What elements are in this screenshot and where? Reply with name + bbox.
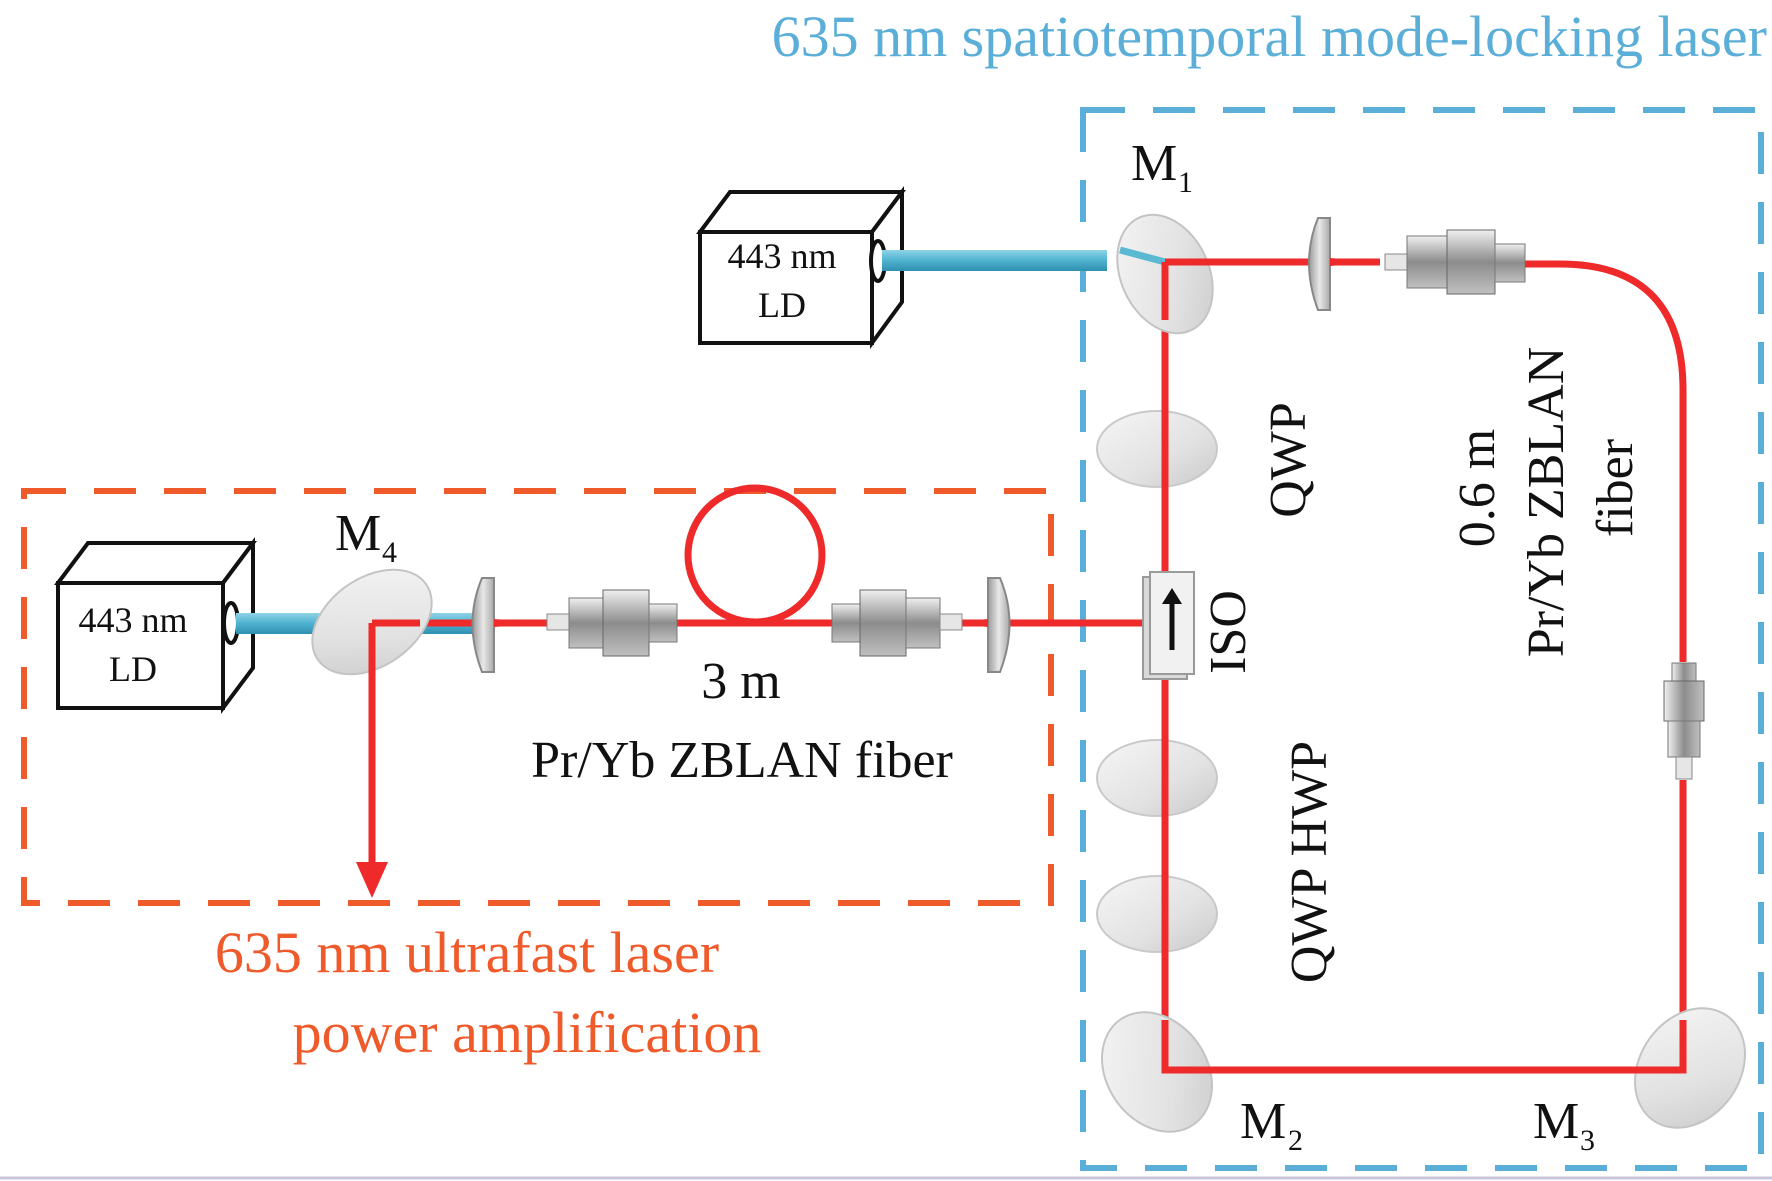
ld-bottom-line1: 443 nm	[78, 600, 187, 640]
waveplate-hwp-icon	[1096, 739, 1218, 817]
waveplate-qwp-top-icon	[1096, 410, 1218, 488]
label-osc-fiber-length: 0.6 m	[1449, 429, 1506, 547]
pump-beam-top	[882, 250, 1107, 271]
fiber-oscillator-curve	[1525, 260, 1687, 662]
label-amp-fiber-type: Pr/Yb ZBLAN fiber	[531, 732, 953, 789]
fiber-connector-oscillator-in	[1384, 229, 1526, 295]
svg-text:M: M	[1240, 1093, 1286, 1150]
fiber-connector-amp-in	[546, 589, 678, 657]
svg-text:1: 1	[1178, 166, 1193, 199]
lens-amp-input	[471, 577, 495, 673]
label-osc-fiber-type: Pr/Yb ZBLAN	[1518, 347, 1575, 658]
isolator	[1142, 571, 1195, 680]
label-qwp-top: QWP	[1260, 402, 1317, 518]
svg-text:M: M	[1533, 1093, 1579, 1150]
svg-text:2: 2	[1288, 1124, 1303, 1157]
laser-diode-aperture-icon	[222, 601, 240, 645]
label-qwp-hwp: QWP HWP	[1281, 741, 1338, 983]
mirror-m2	[1100, 1011, 1214, 1133]
output-arrow-icon	[356, 862, 388, 898]
svg-text:M: M	[1131, 135, 1177, 192]
label-iso: ISO	[1200, 590, 1257, 674]
fiber-connector-amp-out	[831, 589, 963, 657]
mirror-label-m4: M 4	[335, 505, 397, 569]
oscillator-dashed-box	[1080, 107, 1764, 1171]
fiber-coil-icon	[684, 484, 826, 626]
laser-diode-bottom: 443 nm LD	[54, 537, 257, 714]
amplifier-title-line2: power amplification	[293, 1000, 762, 1065]
waveplate-qwp-bottom-icon	[1096, 875, 1218, 953]
amplifier-dashed-box	[21, 488, 1054, 906]
isolator-arrow-icon	[1162, 588, 1182, 604]
svg-text:4: 4	[382, 536, 397, 569]
lens-oscillator	[1308, 217, 1331, 311]
oscillator-title: 635 nm spatiotemporal mode-locking laser	[772, 4, 1767, 69]
ld-top-line1: 443 nm	[727, 236, 836, 276]
laser-diode-top: 443 nm LD	[696, 186, 906, 350]
mirror-label-m1: M 1	[1131, 135, 1193, 199]
svg-text:3: 3	[1580, 1124, 1595, 1157]
label-osc-fiber-word: fiber	[1587, 439, 1644, 537]
ld-top-line2: LD	[758, 285, 806, 325]
svg-text:M: M	[335, 505, 381, 562]
amplifier-title-line1: 635 nm ultrafast laser	[215, 920, 719, 985]
lens-amp-output	[987, 577, 1011, 673]
label-amp-fiber-length: 3 m	[701, 653, 780, 710]
mirror-label-m3: M 3	[1533, 1093, 1595, 1157]
ld-bottom-line2: LD	[109, 649, 157, 689]
fiber-connector-oscillator-out	[1663, 662, 1705, 780]
mirror-m3	[1633, 1007, 1747, 1129]
mirror-label-m2: M 2	[1240, 1093, 1303, 1157]
